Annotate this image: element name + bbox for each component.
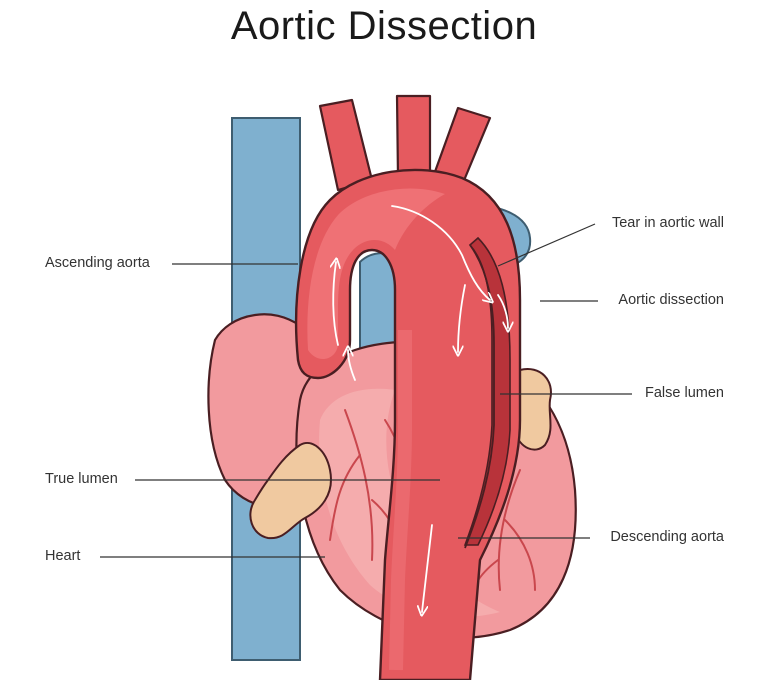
- label-false-lumen: False lumen: [645, 385, 724, 401]
- label-heart: Heart: [45, 548, 81, 564]
- page-title: Aortic Dissection: [230, 4, 538, 48]
- ascending-lumen: [307, 188, 445, 360]
- label-descending-aorta: Descending aorta: [610, 529, 724, 545]
- label-tear: Tear in aortic wall: [611, 215, 724, 231]
- label-true-lumen: True lumen: [45, 471, 118, 487]
- label-aortic-dissection: Aortic dissection: [618, 292, 724, 308]
- arch-branches: [318, 94, 492, 192]
- label-ascending-aorta: Ascending aorta: [45, 255, 150, 271]
- leader-lines: [100, 223, 632, 558]
- flow-arrows: [333, 205, 508, 612]
